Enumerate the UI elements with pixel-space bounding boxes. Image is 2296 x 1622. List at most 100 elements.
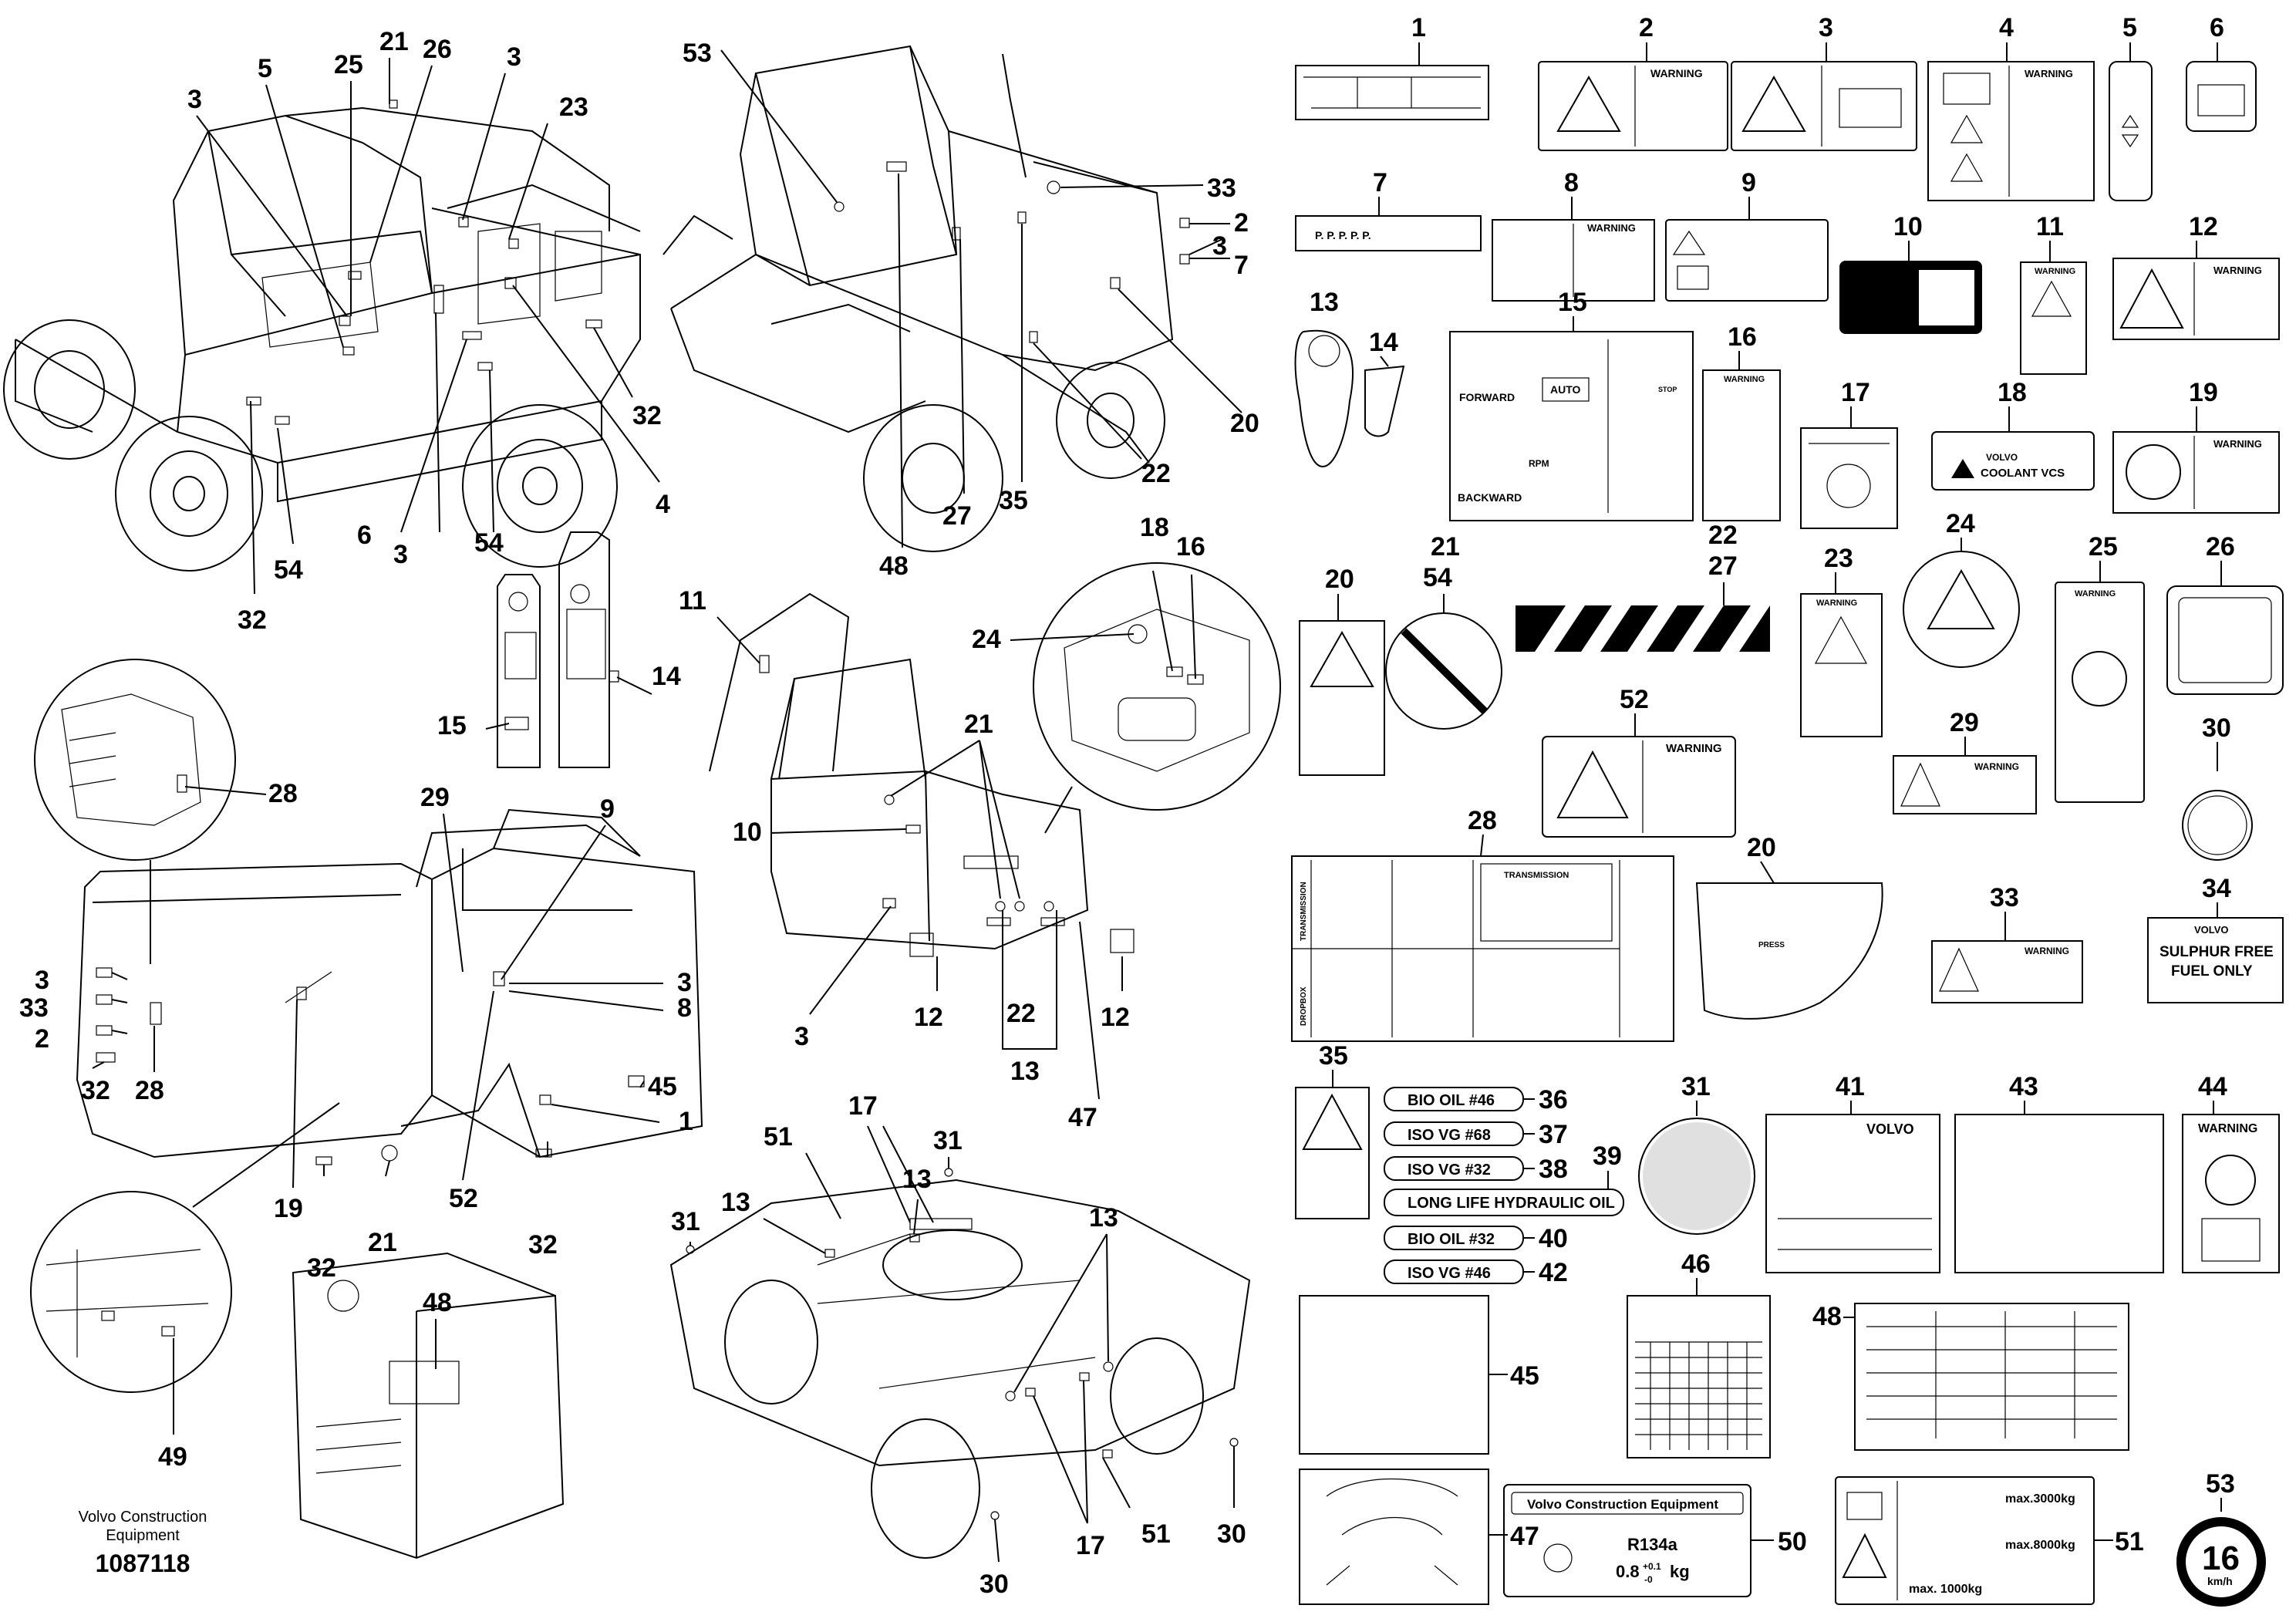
joystick-consoles bbox=[497, 531, 619, 768]
warning-label-44: WARNING bbox=[2198, 1122, 2257, 1135]
decal-41-brand: VOLVO bbox=[1866, 1121, 1914, 1137]
decal-45 bbox=[1299, 1295, 1489, 1455]
part-number-10: 10 bbox=[1893, 212, 1923, 241]
detail-circle-49 bbox=[30, 1102, 340, 1393]
callout-32: 32 bbox=[238, 605, 267, 635]
decal-13 bbox=[1294, 329, 1354, 468]
decal-48 bbox=[1854, 1303, 2129, 1451]
part-number-37: 37 bbox=[1539, 1120, 1568, 1149]
decal-8 bbox=[1492, 219, 1655, 302]
part-number-19: 19 bbox=[2189, 378, 2218, 407]
callout-32: 32 bbox=[81, 1076, 110, 1105]
decal-6 bbox=[2186, 61, 2257, 132]
part-number-52: 52 bbox=[1620, 685, 1649, 714]
part-number-22: 22 bbox=[1708, 521, 1738, 550]
decal-40-text: BIO OIL #32 bbox=[1408, 1231, 1495, 1248]
decal-7 bbox=[1295, 215, 1482, 251]
part-number-26: 26 bbox=[2206, 532, 2235, 561]
callout-32: 32 bbox=[307, 1253, 336, 1283]
part-number-21: 21 bbox=[1431, 532, 1460, 561]
callout-14: 14 bbox=[652, 662, 681, 691]
part-number-34: 34 bbox=[2202, 874, 2231, 903]
part-number-15: 15 bbox=[1558, 288, 1587, 317]
callout-49: 49 bbox=[158, 1442, 187, 1472]
warning-label-33: WARNING bbox=[2025, 946, 2069, 956]
decal-24 bbox=[1903, 551, 2020, 668]
decal-34 bbox=[2147, 917, 2284, 1003]
callout-9: 9 bbox=[600, 794, 615, 824]
part-number-5: 5 bbox=[2122, 13, 2137, 42]
callout-22: 22 bbox=[1006, 999, 1036, 1028]
decal-47 bbox=[1299, 1469, 1489, 1605]
decal-20 bbox=[1299, 620, 1385, 776]
decal-50-amount: 0.8 bbox=[1616, 1562, 1640, 1581]
part-number-23: 23 bbox=[1824, 544, 1853, 573]
part-number-4: 4 bbox=[1999, 13, 2014, 42]
part-number-20: 20 bbox=[1325, 565, 1354, 594]
callout-2: 2 bbox=[35, 1024, 49, 1054]
part-number-7: 7 bbox=[1373, 168, 1387, 197]
decal-15-rpm: RPM bbox=[1529, 458, 1549, 469]
engine-compartment-view bbox=[292, 1252, 565, 1560]
decal-34-line1: SULPHUR FREE bbox=[2159, 944, 2274, 960]
part-number-53: 53 bbox=[2206, 1469, 2235, 1499]
callout-12: 12 bbox=[914, 1003, 943, 1032]
decal-18-coolant: COOLANT VCS bbox=[1981, 467, 2065, 480]
part-number-25: 25 bbox=[2089, 532, 2118, 561]
part-number-36: 36 bbox=[1539, 1085, 1568, 1114]
part-number-6: 6 bbox=[2210, 13, 2224, 42]
callout-17: 17 bbox=[1076, 1531, 1105, 1560]
warning-label-16: WARNING bbox=[1724, 375, 1765, 384]
warning-label-8: WARNING bbox=[1587, 222, 1636, 234]
callout-30: 30 bbox=[1217, 1519, 1246, 1549]
part-number-11: 11 bbox=[2036, 212, 2064, 241]
part-number-30: 30 bbox=[2202, 713, 2231, 743]
decal-15 bbox=[1449, 331, 1694, 521]
leader-lines bbox=[92, 49, 1242, 1563]
callout-16: 16 bbox=[1176, 532, 1205, 561]
part-number-33: 33 bbox=[1990, 883, 2019, 912]
decal-52 bbox=[1542, 736, 1736, 838]
document-number: 1087118 bbox=[95, 1549, 190, 1577]
part-number-20b: 20 bbox=[1747, 833, 1776, 862]
callout-3: 3 bbox=[507, 42, 521, 72]
warning-label-25: WARNING bbox=[2075, 589, 2116, 599]
warning-label-4: WARNING bbox=[2025, 68, 2073, 79]
decal-11 bbox=[2020, 261, 2087, 375]
part-number-38: 38 bbox=[1539, 1155, 1568, 1184]
callout-10: 10 bbox=[733, 818, 762, 847]
part-number-40: 40 bbox=[1539, 1224, 1568, 1253]
part-number-45: 45 bbox=[1510, 1361, 1539, 1391]
part-number-31: 31 bbox=[1681, 1072, 1711, 1101]
decal-21-54 bbox=[1385, 612, 1502, 730]
machine-view-rear-left bbox=[3, 99, 641, 572]
decal-20-detail bbox=[1695, 882, 1883, 1020]
callout-53: 53 bbox=[683, 39, 712, 68]
callout-21: 21 bbox=[379, 27, 409, 56]
decal-20-press: PRESS bbox=[1758, 941, 1785, 949]
callout-12: 12 bbox=[1101, 1003, 1130, 1032]
callout-21: 21 bbox=[368, 1228, 397, 1257]
callout-32: 32 bbox=[528, 1230, 558, 1259]
callout-32: 32 bbox=[632, 401, 662, 430]
decal-53-unit: km/h bbox=[2207, 1575, 2233, 1587]
part-number-13: 13 bbox=[1310, 288, 1339, 317]
callout-31: 31 bbox=[933, 1126, 963, 1155]
decal-14 bbox=[1364, 365, 1405, 437]
callout-29: 29 bbox=[420, 783, 450, 812]
decal-catalog: 1 2 WARNING 3 4 WARNING 5 6 7 bbox=[1291, 13, 2284, 1607]
detail-circle-24 bbox=[1033, 562, 1281, 834]
decal-18 bbox=[1931, 431, 2095, 491]
decal-15-backward: BACKWARD bbox=[1458, 491, 1522, 504]
part-number-16: 16 bbox=[1728, 322, 1757, 352]
decal-31 bbox=[1638, 1118, 1755, 1235]
warning-label-23: WARNING bbox=[1816, 599, 1857, 608]
callout-48: 48 bbox=[879, 551, 909, 581]
callout-20: 20 bbox=[1230, 409, 1259, 438]
decal-42-text: ISO VG #46 bbox=[1408, 1265, 1491, 1282]
machine-view-front-right bbox=[663, 45, 1190, 552]
callout-6: 6 bbox=[357, 521, 372, 550]
callout-31: 31 bbox=[671, 1207, 700, 1236]
part-number-48: 48 bbox=[1812, 1302, 1842, 1331]
